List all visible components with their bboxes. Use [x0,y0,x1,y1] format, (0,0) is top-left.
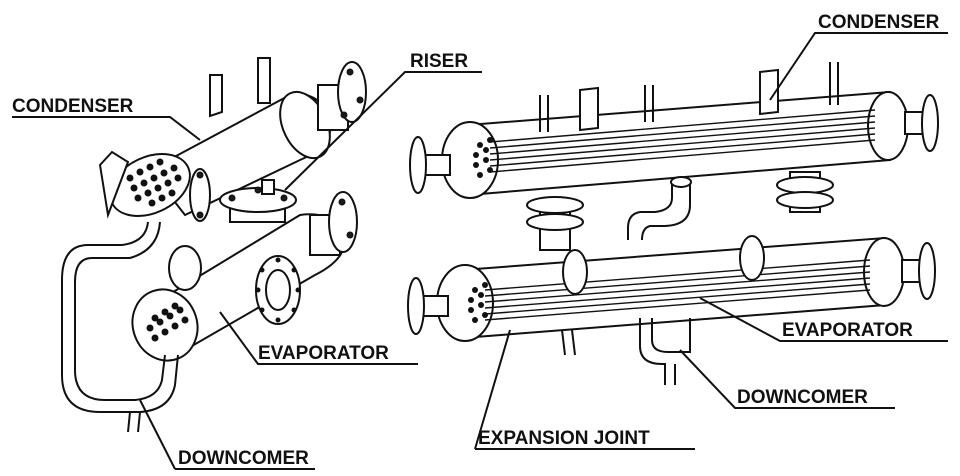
leader-lines [12,32,948,470]
label-riser: RISER [410,51,468,72]
label-left-evaporator: EVAPORATOR [258,343,389,364]
right-assembly [407,62,939,385]
right-evaporator-shell [407,235,936,385]
label-left-condenser: CONDENSER [12,96,134,117]
left-evaporator-shell [131,191,358,362]
left-assembly [61,57,367,433]
label-right-downcomer: DOWNCOMER [737,387,868,408]
label-left-downcomer: DOWNCOMER [178,448,309,469]
right-connectors [526,171,834,251]
left-riser [219,179,297,223]
label-right-condenser: CONDENSER [818,12,940,33]
label-expansion-joint: EXPANSION JOINT [478,428,650,449]
right-condenser-shell [409,62,939,199]
left-condenser-tubesheet [98,150,211,222]
label-right-evaporator: EVAPORATOR [782,320,913,341]
left-downcomer-pipe [61,221,179,433]
